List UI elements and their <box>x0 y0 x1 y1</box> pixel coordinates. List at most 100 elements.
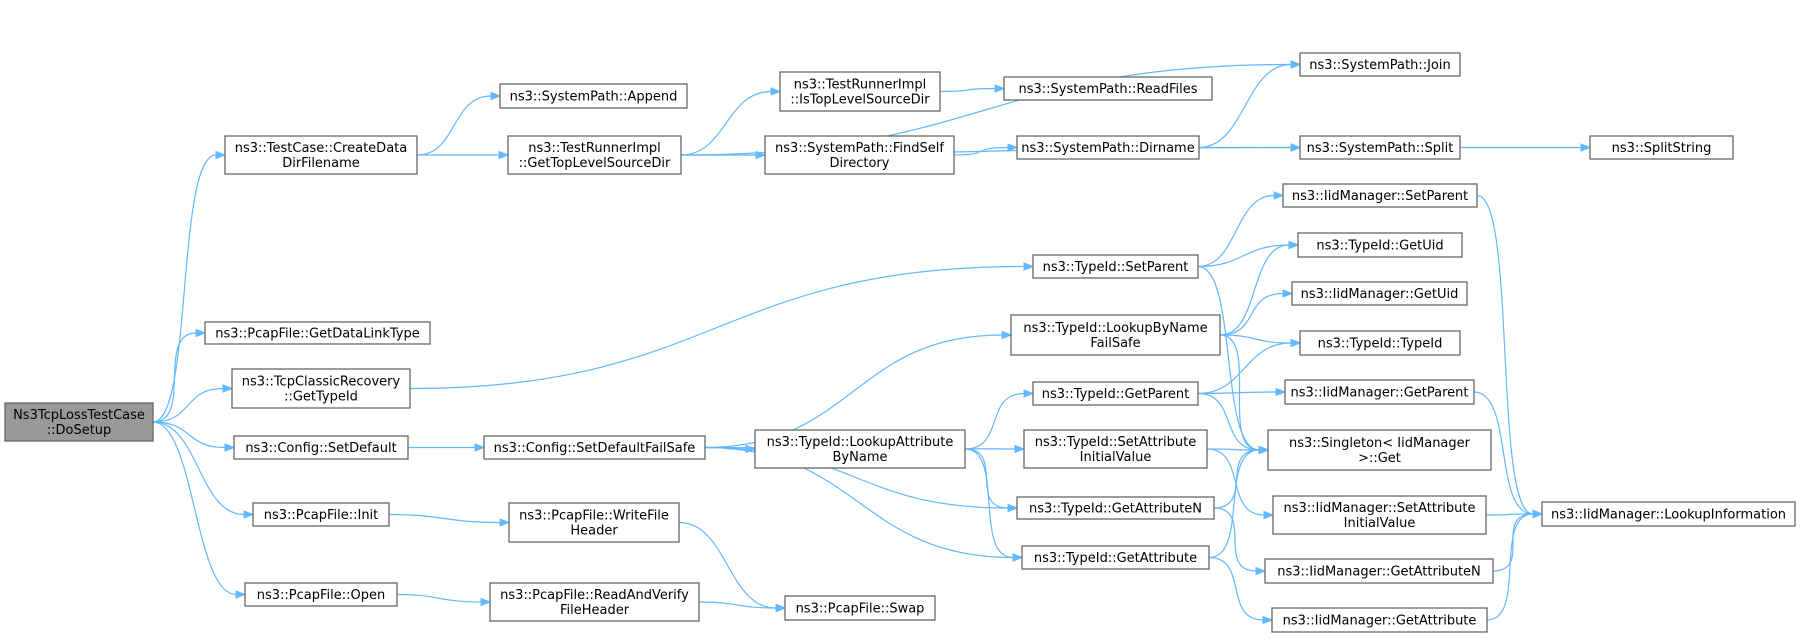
node-iGetAttr[interactable]: ns3::IidManager::GetAttribute <box>1271 607 1488 633</box>
edge-iGetAttr-to-lookupInfo <box>1486 513 1534 621</box>
node-root[interactable]: Ns3TcpLossTestCase::DoSetup <box>4 402 154 442</box>
node-box <box>244 582 398 607</box>
node-label-line: Directory <box>830 156 890 171</box>
node-readFiles[interactable]: ns3::SystemPath::ReadFiles <box>1003 76 1213 101</box>
edge-isTopLevel-to-readFiles <box>939 87 996 93</box>
edge-tSetParent-to-iSetParent <box>1197 194 1275 268</box>
node-singletonGet[interactable]: ns3::Singleton< IidManager >::Get <box>1267 429 1492 471</box>
node-label-line: ns3::TypeId::TypeId <box>1318 337 1443 352</box>
node-label-line: ns3::PcapFile::Swap <box>796 602 925 617</box>
node-box <box>1003 76 1213 101</box>
node-tcpClassic[interactable]: ns3::TcpClassicRecovery::GetTypeId <box>231 368 411 409</box>
node-box <box>231 368 411 409</box>
edge-getTopLevel-to-isTopLevel <box>680 90 772 156</box>
node-box <box>483 435 706 460</box>
node-box <box>1299 52 1461 77</box>
node-label-line: ns3::IidManager::LookupInformation <box>1551 508 1786 523</box>
node-iSetParent[interactable]: ns3::IidManager::SetParent <box>1282 183 1478 208</box>
node-getTopLevel[interactable]: ns3::TestRunnerImpl::GetTopLevelSourceDi… <box>507 135 682 175</box>
node-label-line: ns3::PcapFile::WriteFile <box>519 509 669 524</box>
edge-lookupAttrByName-to-tGetParent <box>964 392 1025 450</box>
node-pcapInit[interactable]: ns3::PcapFile::Init <box>252 502 390 527</box>
node-box <box>499 83 688 109</box>
edge-iGetAttrN-to-lookupInfo <box>1492 513 1534 572</box>
node-iGetAttrN[interactable]: ns3::IidManager::GetAttributeN <box>1264 558 1494 584</box>
node-label-line: ns3::TcpClassicRecovery <box>242 375 401 390</box>
node-label-line: ns3::Singleton< IidManager <box>1289 436 1471 451</box>
node-label-line: ns3::SplitString <box>1612 141 1712 156</box>
node-iSetAttrInit[interactable]: ns3::IidManager::SetAttributeInitialValu… <box>1272 495 1487 535</box>
node-splitString[interactable]: ns3::SplitString <box>1589 135 1734 160</box>
edge-arrowhead <box>1288 240 1300 250</box>
edge-arrowhead <box>1290 60 1302 69</box>
node-getAttrN[interactable]: ns3::TypeId::GetAttributeN <box>1016 496 1215 520</box>
node-tGetParent[interactable]: ns3::TypeId::GetParent <box>1032 381 1199 406</box>
edge-arrowhead <box>1580 143 1592 152</box>
node-box <box>507 135 682 175</box>
node-pcapOpen[interactable]: ns3::PcapFile::Open <box>244 582 398 607</box>
node-tSetParent[interactable]: ns3::TypeId::SetParent <box>1032 254 1199 279</box>
node-join[interactable]: ns3::SystemPath::Join <box>1299 52 1461 77</box>
node-box <box>252 502 390 527</box>
node-label-line: ns3::IidManager::SetAttribute <box>1283 501 1475 516</box>
node-split[interactable]: ns3::SystemPath::Split <box>1299 135 1461 160</box>
node-box <box>1291 281 1468 306</box>
node-label-line: ns3::PcapFile::Open <box>257 588 385 603</box>
node-tTypeId[interactable]: ns3::TypeId::TypeId <box>1299 330 1461 356</box>
edge-arrowhead <box>222 384 234 393</box>
node-label-line: ns3::Config::SetDefault <box>245 441 396 456</box>
edge-setAttrInit-to-singletonGet <box>1206 448 1260 451</box>
node-label-line: ns3::TypeId::SetParent <box>1043 260 1189 275</box>
node-getAttr[interactable]: ns3::TypeId::GetAttribute <box>1021 545 1210 570</box>
edge-arrowhead <box>235 590 247 599</box>
node-box <box>1299 330 1461 356</box>
node-iGetParent[interactable]: ns3::IidManager::GetParent <box>1284 379 1475 405</box>
node-label-line: ns3::SystemPath::Append <box>510 90 678 105</box>
node-isTopLevel[interactable]: ns3::TestRunnerImpl::IsTopLevelSourceDir <box>779 71 941 112</box>
node-box <box>233 435 409 460</box>
edge-arrowhead <box>1532 509 1544 519</box>
node-box <box>1282 183 1478 208</box>
node-setDefaultFS[interactable]: ns3::Config::SetDefaultFailSafe <box>483 435 706 460</box>
edge-root-to-pcapInit <box>152 421 245 516</box>
edge-arrowhead <box>1282 289 1294 298</box>
edge-arrowhead <box>1255 566 1267 576</box>
edge-getAttr-to-singletonGet <box>1208 449 1260 559</box>
node-setDefault[interactable]: ns3::Config::SetDefault <box>233 435 409 460</box>
node-label-line: ns3::TestRunnerImpl <box>528 141 661 156</box>
node-box <box>1264 558 1494 584</box>
edge-iGetParent-to-lookupInfo <box>1473 391 1534 515</box>
edge-arrowhead <box>499 518 511 527</box>
edge-arrowhead <box>1273 191 1285 200</box>
node-dirname[interactable]: ns3::SystemPath::Dirname <box>1016 135 1200 160</box>
node-pcapSwap[interactable]: ns3::PcapFile::Swap <box>784 595 936 621</box>
node-lookupInfo[interactable]: ns3::IidManager::LookupInformation <box>1541 501 1796 527</box>
node-label-line: DirFilename <box>282 156 360 171</box>
edge-arrowhead <box>775 603 787 613</box>
edge-arrowhead <box>1023 262 1035 271</box>
node-tGetUid[interactable]: ns3::TypeId::GetUid <box>1297 232 1463 258</box>
node-box <box>1021 545 1210 570</box>
edge-arrowhead <box>480 597 492 607</box>
edge-tGetParent-to-iGetParent <box>1197 391 1277 395</box>
edge-lookupByNameFS-to-tTypeId <box>1219 334 1292 344</box>
node-label-line: FailSafe <box>1090 336 1140 351</box>
edge-setAttrInit-to-iSetAttrInit <box>1206 448 1265 516</box>
node-box <box>1016 496 1215 520</box>
node-box <box>779 71 941 112</box>
node-spAppend[interactable]: ns3::SystemPath::Append <box>499 83 688 109</box>
node-label-line: ns3::TypeId::GetUid <box>1316 239 1443 254</box>
node-label-line: ns3::PcapFile::GetDataLinkType <box>215 327 419 342</box>
node-box <box>1284 379 1475 405</box>
node-getDataLink[interactable]: ns3::PcapFile::GetDataLinkType <box>204 321 431 345</box>
node-label-line: InitialValue <box>1080 450 1152 465</box>
node-iGetUid[interactable]: ns3::IidManager::GetUid <box>1291 281 1468 306</box>
